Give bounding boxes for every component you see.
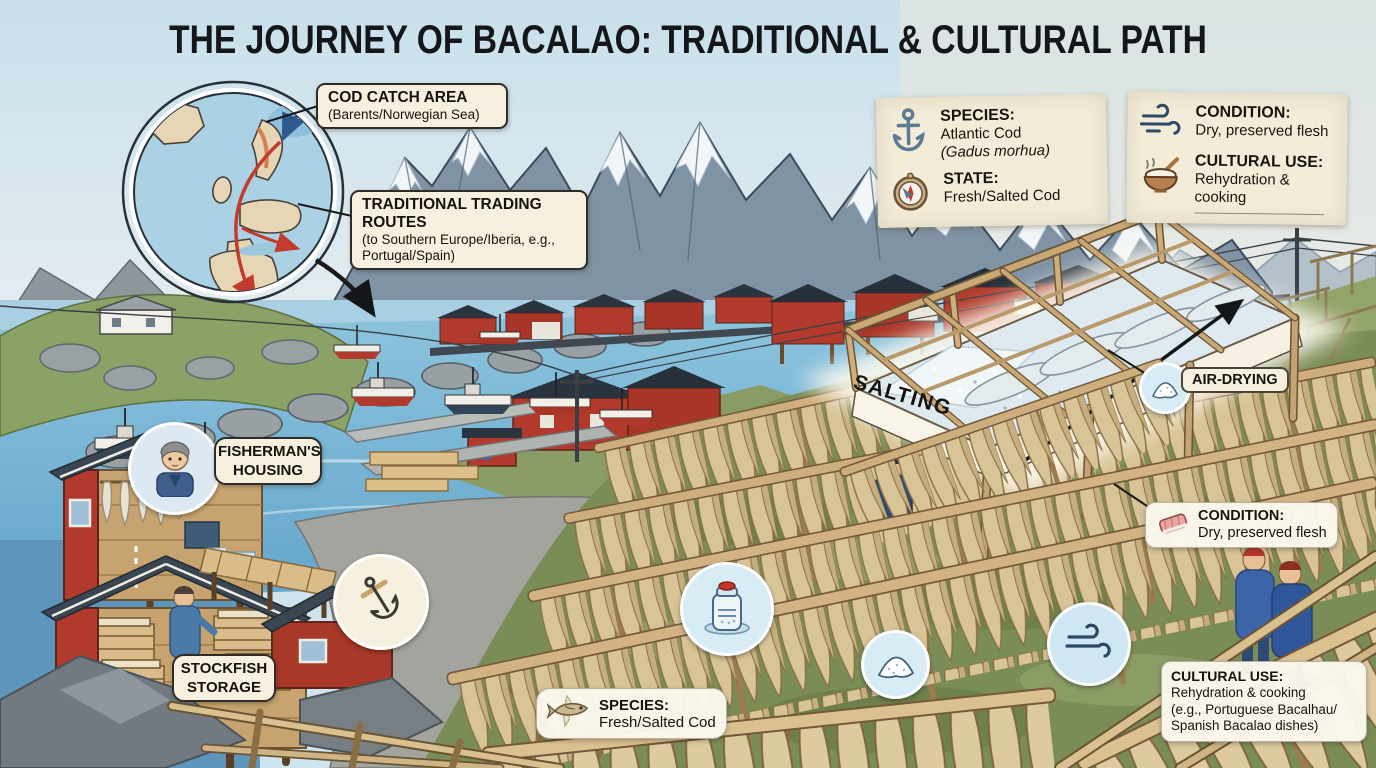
air-drying-label: AIR-DRYING: [1181, 367, 1289, 393]
species-field-label: SPECIES:: [599, 696, 670, 714]
species-line1: Atlantic Cod: [940, 124, 1022, 143]
trading-routes-title: TRADITIONAL TRADING ROUTES: [362, 196, 542, 231]
wind-icon: [1139, 102, 1183, 144]
condition-field-label: CONDITION:: [1198, 508, 1285, 524]
red-cabin-row: [437, 284, 775, 345]
state-value: Fresh/Salted Cod: [943, 186, 1061, 206]
cultural-field-label: CULTURAL USE:: [1171, 668, 1284, 684]
trading-routes-line1: (to Southern Europe/Iberia, e.g.,: [362, 232, 555, 247]
callout-fishermans-housing: FISHERMAN'S HOUSING: [214, 437, 322, 485]
empty-fence-rails: [167, 701, 565, 768]
cod-catch-area-title: COD CATCH AREA: [328, 89, 468, 106]
left-headland: [0, 293, 369, 437]
anchor-icon: [352, 571, 410, 634]
power-lines: [0, 228, 1376, 462]
air-drying-badge: [1139, 362, 1191, 414]
callout-stockfish-storage: STOCKFISH STORAGE: [172, 654, 276, 702]
callout-condition-field: CONDITION: Dry, preserved flesh: [1145, 502, 1338, 548]
species-label: SPECIES:: [940, 106, 1016, 125]
info-panel-species-state: SPECIES: Atlantic Cod (Gadus morhua) STA…: [875, 94, 1109, 228]
condition-value: Dry, preserved flesh: [1195, 121, 1329, 141]
dried-fillet-icon: [1156, 509, 1190, 542]
cultural-value: Rehydration & cooking: [1194, 170, 1290, 207]
callout-pointers: [265, 105, 1151, 509]
compass-icon: [889, 170, 932, 218]
state-label: STATE:: [943, 169, 999, 188]
storage-line2: STORAGE: [187, 679, 261, 696]
callout-cod-catch-area: COD CATCH AREA (Barents/Norwegian Sea): [316, 83, 508, 129]
cultural-field-line3: Spanish Bacalao dishes): [1171, 718, 1319, 733]
anchor-badge: [333, 554, 429, 650]
condition-label: CONDITION:: [1195, 103, 1291, 122]
anchor-icon: [888, 107, 929, 159]
salt-mound-icon: [875, 645, 917, 684]
fisherman-portrait-icon: [145, 435, 205, 502]
cultural-label: CULTURAL USE:: [1194, 152, 1324, 172]
housing-line2: HOUSING: [232, 462, 303, 479]
wind-icon: [1064, 622, 1114, 667]
white-farmhouse: [95, 295, 177, 335]
cultural-field-line1: Rehydration & cooking: [1171, 685, 1306, 700]
salt-jar-icon: [700, 578, 754, 641]
storage-worker: [169, 586, 218, 659]
callout-species-field: SPECIES: Fresh/Salted Cod: [536, 688, 727, 739]
cod-catch-area-subtitle: (Barents/Norwegian Sea): [328, 107, 480, 122]
salt-mound-icon: [1150, 373, 1180, 404]
trading-routes-line2: Portugal/Spain): [362, 248, 456, 263]
species-line2: (Gadus morhua): [940, 141, 1051, 161]
lumber-stacks: [365, 451, 479, 492]
rice-bowl-icon: [1138, 151, 1183, 201]
divider: [1194, 212, 1325, 216]
callout-trading-routes: TRADITIONAL TRADING ROUTES (to Southern …: [350, 190, 588, 270]
callout-cultural-field: CULTURAL USE: Rehydration & cooking (e.g…: [1161, 661, 1367, 742]
cultural-field-line2: (e.g., Portuguese Bacalhau/: [1171, 701, 1338, 717]
species-field-value: Fresh/Salted Cod: [599, 713, 716, 731]
condition-field-value: Dry, preserved flesh: [1198, 525, 1327, 541]
page-title: THE JOURNEY OF BACALAO: TRADITIONAL & CU…: [169, 18, 1207, 62]
salt-mound-badge: [861, 630, 930, 699]
storage-line1: STOCKFISH: [180, 660, 268, 677]
wind-badge: [1047, 602, 1131, 686]
salt-jar-badge: [680, 562, 774, 656]
drying-rack-row-6: [481, 687, 1061, 768]
cod-fish-icon: [546, 694, 591, 733]
housing-line1: FISHERMAN'S: [218, 443, 321, 460]
shore-rocks: [0, 654, 444, 768]
fisherman-portrait-badge: [128, 422, 221, 515]
info-panel-condition-use: CONDITION: Dry, preserved flesh CULTURAL…: [1126, 91, 1348, 226]
